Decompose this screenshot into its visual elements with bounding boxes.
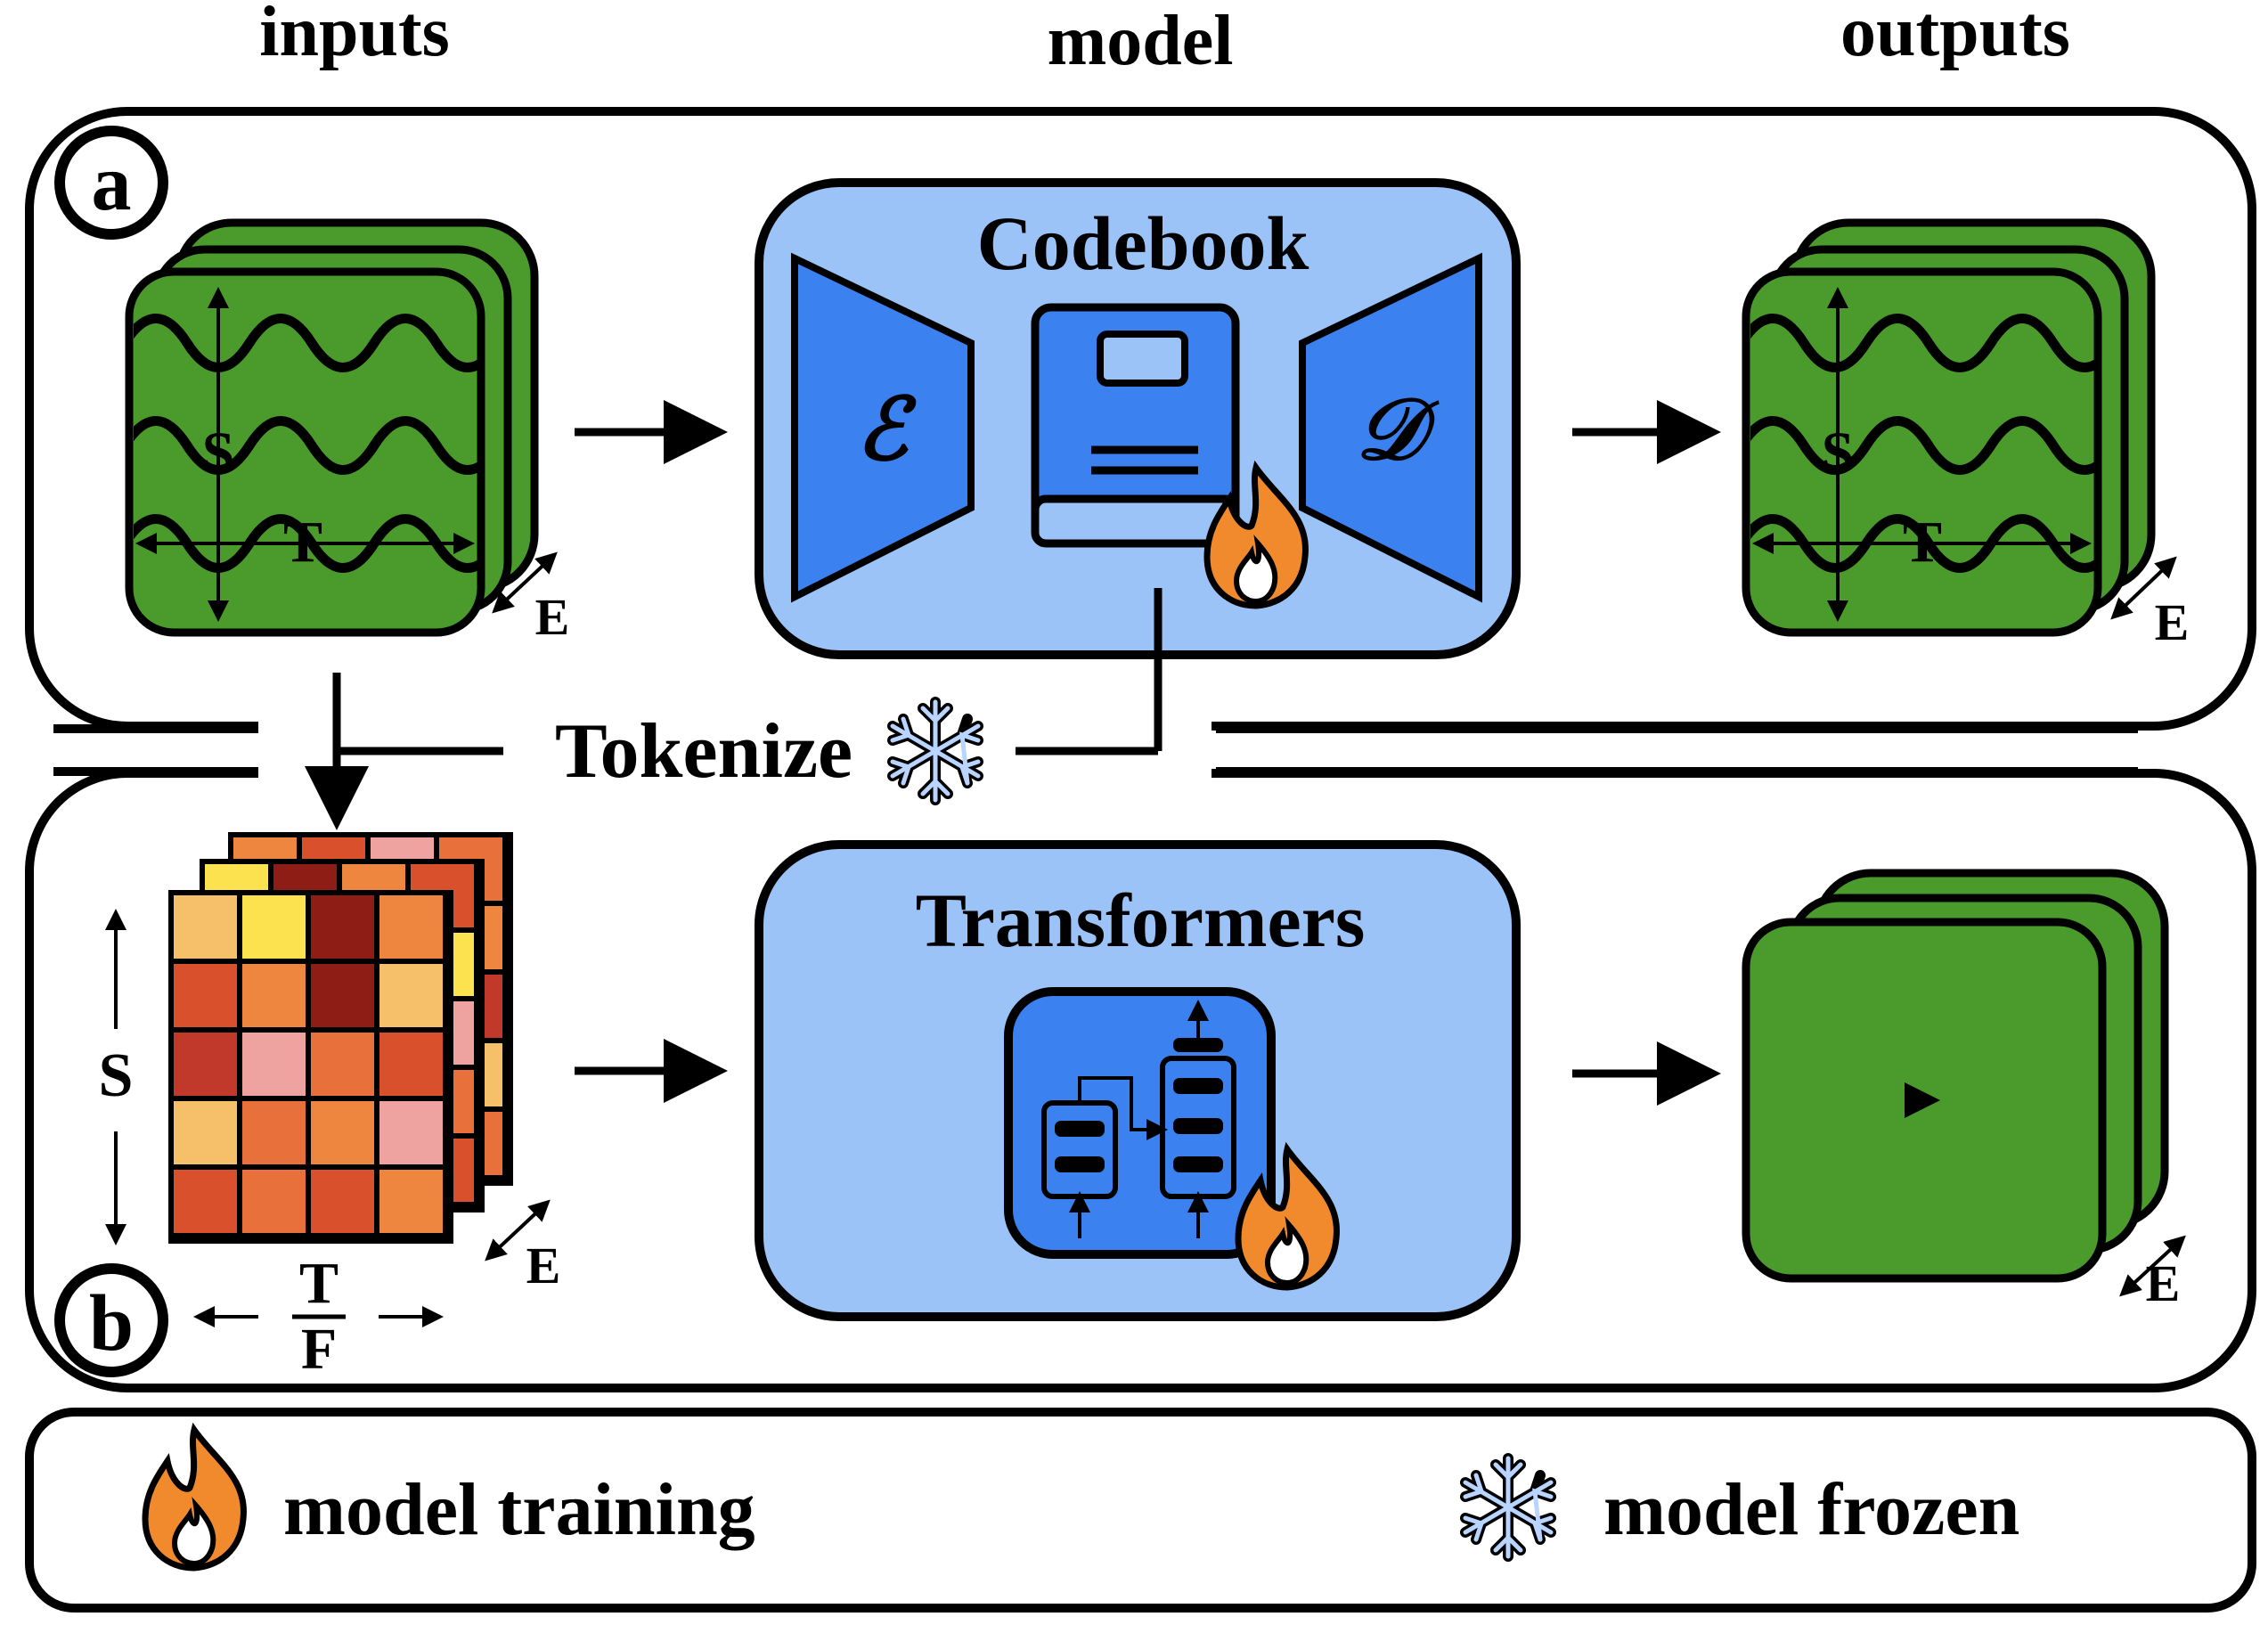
heatmap-cell (242, 964, 306, 1027)
header-outputs: outputs (1840, 0, 2070, 71)
tokenize-connector (305, 588, 1163, 830)
legend-frame (25, 1408, 2256, 1613)
heatmap-cell (174, 895, 237, 959)
input-b-axis-s: S (99, 1041, 134, 1110)
encoder-block (791, 252, 975, 603)
heatmap-cell (242, 1170, 306, 1233)
output-prediction-stack: E (1742, 869, 2186, 1312)
input-b-axes: S T F E (99, 909, 561, 1382)
output-signal-stack: S T E (1742, 218, 2190, 651)
transformer-block-icon (1004, 987, 1276, 1259)
input-b-axis-e: E (526, 1237, 561, 1294)
transformers-title: Transformers (916, 878, 1366, 963)
decoder-block (1299, 252, 1482, 603)
heatmap-cell (311, 1033, 374, 1096)
heatmap-cell (242, 1033, 306, 1096)
heatmap-cell (174, 1033, 237, 1096)
legend-training: model training (283, 1468, 755, 1551)
heatmap-cell (311, 1101, 374, 1164)
heatmap-cell (242, 1101, 306, 1164)
tokenize-label: Tokenize (555, 708, 853, 795)
svg-text:a: a (92, 139, 132, 227)
heatmap-cell (379, 1101, 443, 1164)
input-a-axis-t: T (283, 510, 322, 575)
input-signal-stack: S T E (125, 218, 570, 646)
input-b-axis-f: F (301, 1317, 337, 1382)
output-a-axis-e: E (2155, 593, 2190, 651)
header-model: model (1048, 2, 1234, 80)
input-b-axis-t: T (299, 1251, 339, 1316)
transformers-model: Transformers (755, 840, 1521, 1321)
play-icon (1905, 1082, 1940, 1118)
book-icon (1031, 303, 1240, 548)
header-inputs: inputs (259, 0, 449, 71)
heatmap-cell (379, 895, 443, 959)
heatmap-cell (242, 895, 306, 959)
heatmap-cell (311, 895, 374, 959)
encoder-symbol: ℰ (856, 382, 918, 478)
heatmap-cell (379, 964, 443, 1027)
heatmap-cell (174, 1101, 237, 1164)
heatmap-cell (174, 964, 237, 1027)
badge-a: a (54, 126, 168, 240)
heatmap-cell (311, 1170, 374, 1233)
output-a-axis-t: T (1903, 510, 1942, 575)
heatmap-cell (174, 1170, 237, 1233)
codebook-title: Codebook (977, 200, 1309, 286)
legend-frozen: model frozen (1603, 1468, 2019, 1551)
codebook-model: Codebook ℰ 𝒟 (755, 178, 1521, 659)
input-a-axis-s: S (202, 420, 235, 486)
input-a-axis-e: E (535, 588, 570, 646)
heatmap-cell (379, 1170, 443, 1233)
token-heatmap-stack (168, 832, 513, 1244)
heatmap-cell (311, 964, 374, 1027)
output-b-axis-e: E (2146, 1254, 2181, 1312)
badge-b: b (54, 1263, 168, 1377)
heatmap-cell (379, 1033, 443, 1096)
output-a-axis-s: S (1822, 420, 1855, 486)
svg-text:b: b (89, 1279, 134, 1368)
